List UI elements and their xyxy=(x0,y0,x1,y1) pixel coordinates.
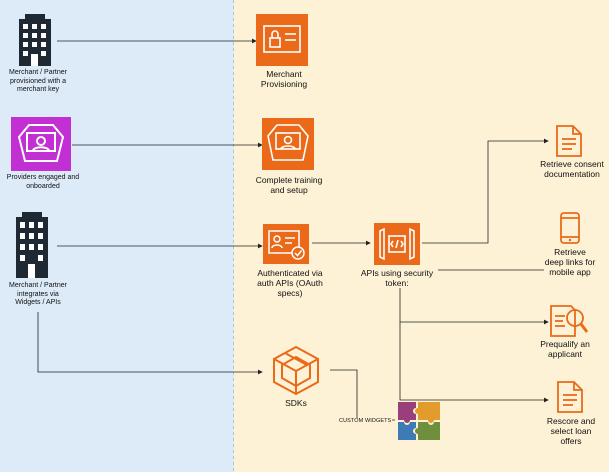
providers-icon xyxy=(11,117,71,176)
id-card-lock-icon xyxy=(256,14,308,71)
rescore-document-icon xyxy=(556,380,584,419)
id-card-check-icon xyxy=(263,224,309,269)
merchant-key-label: Merchant / Partner provisioned with a me… xyxy=(9,69,67,93)
sdks-label: SDKs xyxy=(285,398,307,408)
arrow-apis-to-consent xyxy=(422,138,549,244)
cube-package-icon xyxy=(266,344,326,401)
mobile-phone-icon xyxy=(559,211,581,250)
search-document-icon xyxy=(549,302,589,343)
custom-widgets-label: CUSTOM WIDGETS xyxy=(338,418,393,424)
line-sdks-to-widgets xyxy=(330,369,395,421)
training-label: Complete training and setup xyxy=(255,175,323,195)
rescore-label: Rescore and select loan offers xyxy=(546,416,596,446)
auth-apis-label: Authenticated via auth APIs (OAuth specs… xyxy=(257,268,323,298)
puzzle-pieces-icon xyxy=(396,400,442,447)
prequalify-label: Prequalify an applicant xyxy=(540,339,590,359)
apis-token-label: APIs using security token: xyxy=(356,268,438,288)
merchant-provisioning-label: Merchant Provisioning xyxy=(260,69,308,89)
providers-label: Providers engaged and onboarded xyxy=(6,174,80,190)
arrow-apis-to-rescore xyxy=(399,322,549,403)
merchant-widgets-building-icon xyxy=(14,212,50,283)
api-gateway-icon xyxy=(374,223,420,270)
arrow-merchant-to-sdks xyxy=(37,312,263,375)
consent-label: Retrieve consent documentation xyxy=(540,159,604,179)
panel-divider xyxy=(233,0,234,472)
deep-links-label: Retrieve deep links for mobile app xyxy=(544,247,596,277)
document-icon xyxy=(555,124,583,163)
merchant-widgets-label: Merchant / Partner integrates via Widget… xyxy=(9,282,67,306)
training-presentation-icon xyxy=(262,118,314,175)
merchant-building-icon xyxy=(17,14,53,71)
